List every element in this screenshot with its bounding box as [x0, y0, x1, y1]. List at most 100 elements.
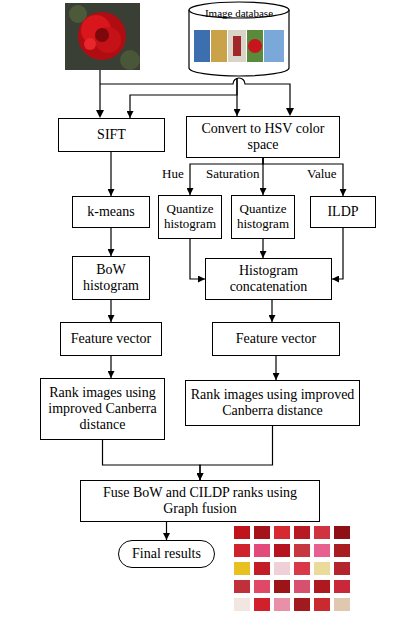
process-box: ILDP	[310, 196, 376, 228]
connector-arrow	[110, 356, 111, 378]
thumbnail	[274, 562, 290, 575]
node-label: Quantize histogram	[236, 202, 290, 232]
database-cylinder: Image database	[188, 0, 290, 78]
process-box: SIFT	[58, 118, 165, 152]
process-box: Fuse BoW and CILDP ranks using Graph fus…	[80, 480, 320, 522]
connector-arrow	[190, 158, 263, 195]
process-box: Rank images using improved Canberra dist…	[40, 378, 165, 440]
db-thumbnail	[233, 36, 241, 56]
thumbnail	[254, 580, 270, 593]
arrow-head	[286, 108, 294, 116]
node-label: ILDP	[327, 204, 358, 220]
node-label: Feature vector	[236, 331, 316, 347]
thumbnail	[254, 544, 270, 557]
connector-arrow	[275, 356, 276, 380]
thumbnail	[234, 544, 250, 557]
thumbnail	[314, 580, 330, 593]
node-label: Quantize histogram	[163, 202, 217, 232]
thumbnail	[254, 562, 270, 575]
connector-arrow	[130, 78, 237, 118]
db-thumbnail	[194, 30, 210, 62]
flower-petals	[78, 12, 126, 60]
thumbnail-grid	[234, 526, 350, 611]
node-label: Final results	[132, 546, 201, 562]
query-photo	[65, 3, 140, 70]
thumbnail	[294, 580, 310, 593]
db-thumbnail	[228, 30, 246, 62]
connector-arrow	[103, 440, 201, 480]
channel-label: Hue	[162, 167, 184, 180]
connector-arrow	[332, 228, 343, 279]
node-label: Histogram concatenation	[210, 263, 327, 295]
process-box: Feature vector	[60, 322, 162, 356]
thumbnail	[314, 526, 330, 539]
connector-arrow	[263, 158, 343, 196]
process-box: Histogram concatenation	[205, 258, 332, 300]
thumbnail	[294, 526, 310, 539]
connector-arrow	[190, 239, 205, 279]
photo-wires	[100, 70, 290, 112]
thumbnail	[314, 544, 330, 557]
database-label: Image database	[205, 7, 273, 20]
connector-arrow	[262, 158, 263, 195]
process-box: Convert to HSV color space	[186, 116, 340, 158]
photo-background	[65, 3, 140, 70]
thumbnail	[314, 562, 330, 575]
process-box: BoW histogram	[72, 256, 150, 300]
connector-arrow	[271, 300, 272, 322]
thumbnail	[294, 562, 310, 575]
process-box: Quantize histogram	[231, 195, 295, 239]
thumbnail	[254, 598, 270, 611]
flower-center	[95, 28, 109, 42]
db-thumbnail	[248, 39, 262, 53]
process-box: Feature vector	[212, 322, 340, 356]
channel-label: Value	[307, 167, 337, 180]
thumbnail	[294, 544, 310, 557]
connector-arrow	[236, 78, 237, 116]
node-label: k-means	[87, 204, 134, 220]
db-thumbnail	[247, 30, 263, 62]
db-thumbnail	[211, 30, 227, 62]
thumbnail	[254, 526, 270, 539]
thumbnail	[334, 598, 350, 611]
db-thumbnail	[264, 30, 284, 62]
process-box: k-means	[72, 196, 150, 228]
connector-arrow	[166, 522, 167, 540]
thumbnail	[274, 544, 290, 557]
process-box: Rank images using improved Canberra dist…	[185, 380, 360, 426]
thumbnail	[274, 580, 290, 593]
node-label: BoW histogram	[77, 262, 145, 294]
thumbnail	[274, 598, 290, 611]
thumbnail	[234, 562, 250, 575]
thumbnail	[334, 526, 350, 539]
node-label: Fuse BoW and CILDP ranks using Graph fus…	[85, 485, 315, 517]
terminal-box: Final results	[118, 540, 215, 568]
thumbnail	[294, 598, 310, 611]
arrow-head	[96, 110, 104, 118]
cylinder-body	[189, 10, 289, 76]
flower-petals	[95, 27, 121, 53]
result-thumbnails	[232, 522, 355, 616]
thumbnail	[334, 562, 350, 575]
thumbnail	[234, 526, 250, 539]
node-label: Rank images using improved Canberra dist…	[45, 385, 160, 433]
photo-wire	[100, 78, 290, 110]
connector-arrow	[262, 239, 263, 258]
photo-leaf	[120, 50, 140, 70]
channel-label: Saturation	[206, 167, 259, 180]
flower-petals	[84, 38, 96, 50]
process-box: Quantize histogram	[158, 195, 222, 239]
photo-wire	[99, 70, 100, 112]
node-label: SIFT	[97, 127, 126, 143]
connector-arrow	[110, 152, 111, 196]
thumbnail	[234, 580, 250, 593]
thumbnail	[234, 598, 250, 611]
thumbnail	[314, 598, 330, 611]
thumbnail	[334, 580, 350, 593]
connector-arrow	[110, 228, 111, 256]
results-panel	[232, 522, 355, 616]
connector-arrow	[200, 426, 273, 480]
node-label: Feature vector	[71, 331, 151, 347]
